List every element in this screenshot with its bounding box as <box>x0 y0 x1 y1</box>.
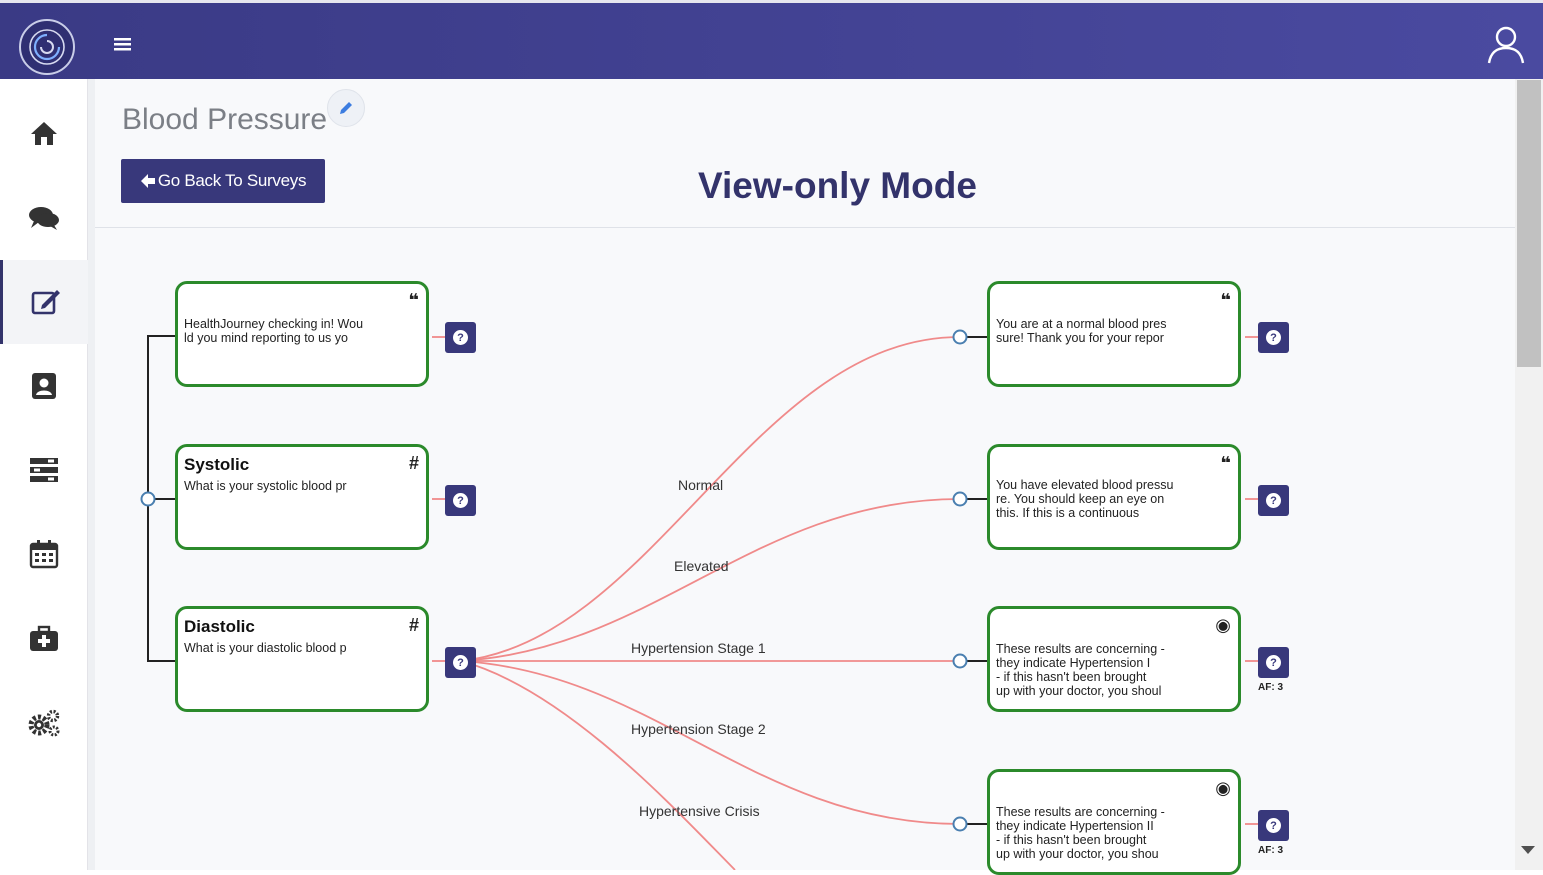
go-back-label: Go Back To Surveys <box>157 171 307 190</box>
edge-elevated <box>460 498 961 662</box>
flow-node-stage1[interactable]: ◉ These results are concerning - they in… <box>987 606 1241 712</box>
sidebar-item-contacts[interactable] <box>0 344 88 428</box>
main-content: Blood Pressure Go Back To Surveys View-o… <box>95 79 1515 875</box>
sidebar-item-list[interactable] <box>0 428 88 512</box>
sidebar <box>0 79 88 870</box>
flow-node-stage2[interactable]: ◉ These results are concerning - they in… <box>987 769 1241 875</box>
sidebar-item-home[interactable] <box>0 91 88 175</box>
edge-label-elevated: Elevated <box>674 558 729 574</box>
input-port <box>140 491 156 507</box>
node-text: You are at a normal blood pres sure! Tha… <box>996 317 1167 345</box>
sidebar-item-calendar[interactable] <box>0 512 88 596</box>
edge-label-crisis: Hypertensive Crisis <box>639 803 760 819</box>
list-icon <box>30 458 58 482</box>
mode-title: View-only Mode <box>698 165 977 206</box>
sidebar-item-surveys[interactable] <box>0 260 88 344</box>
help-icon: ? <box>1266 330 1281 345</box>
sidebar-item-chat[interactable] <box>0 176 88 260</box>
help-button[interactable]: ? <box>1258 322 1289 353</box>
go-back-button[interactable]: Go Back To Surveys <box>121 159 325 203</box>
scrollbar-thumb[interactable] <box>1517 80 1541 367</box>
quote-icon: ❝ <box>1220 290 1231 310</box>
node-text: What is your systolic blood pr <box>184 479 347 493</box>
calendar-icon <box>29 540 59 569</box>
help-icon: ? <box>453 330 468 345</box>
input-port <box>952 816 968 832</box>
quote-icon: ❝ <box>1220 453 1231 473</box>
chat-icon <box>29 207 59 230</box>
flow-node-intro[interactable]: ❝ HealthJourney checking in! Wou ld you … <box>175 281 429 387</box>
edge-normal <box>460 336 961 662</box>
pencil-icon <box>340 102 352 114</box>
help-button[interactable]: ? <box>1258 810 1289 841</box>
flow-node-diastolic[interactable]: # Diastolic What is your diastolic blood… <box>175 606 429 712</box>
scroll-down-arrow-icon[interactable] <box>1521 846 1535 854</box>
flow-node-systolic[interactable]: # Systolic What is your systolic blood p… <box>175 444 429 550</box>
node-title: Systolic <box>184 455 250 474</box>
edge-label-normal: Normal <box>678 477 724 493</box>
home-icon <box>31 122 57 145</box>
af-label: AF: 3 <box>1258 682 1283 693</box>
node-text: HealthJourney checking in! Wou ld you mi… <box>184 317 364 345</box>
flow-node-normal[interactable]: ❝ You are at a normal blood pres sure! T… <box>987 281 1241 387</box>
node-text: These results are concerning - they indi… <box>996 805 1165 861</box>
node-title: Diastolic <box>184 617 255 636</box>
edge-stage2 <box>460 660 961 825</box>
sidebar-item-medical[interactable] <box>0 597 88 681</box>
help-button[interactable]: ? <box>445 322 476 353</box>
help-icon: ? <box>1266 493 1281 508</box>
flow-node-elevated[interactable]: ❝ You have elevated blood pressu re. You… <box>987 444 1241 550</box>
help-icon: ? <box>1266 655 1281 670</box>
edge-label-stage2: Hypertension Stage 2 <box>631 721 766 737</box>
help-icon: ? <box>1266 818 1281 833</box>
flow-connectors <box>140 329 1258 870</box>
input-port <box>952 653 968 669</box>
node-text: What is your diastolic blood p <box>184 641 347 655</box>
help-icon: ? <box>453 493 468 508</box>
medkit-icon <box>30 625 58 651</box>
hash-icon: # <box>408 615 419 635</box>
spiral-logo-icon[interactable] <box>19 19 75 75</box>
input-port <box>952 491 968 507</box>
sidebar-divider <box>88 79 96 870</box>
help-button[interactable]: ? <box>1258 485 1289 516</box>
edit-icon <box>31 290 60 315</box>
af-label: AF: 3 <box>1258 845 1283 856</box>
node-text: You have elevated blood pressu re. You s… <box>996 478 1174 520</box>
radio-icon: ◉ <box>1215 615 1231 635</box>
sidebar-item-settings[interactable] <box>0 681 88 765</box>
user-icon[interactable] <box>1484 23 1528 67</box>
node-text: These results are concerning - they indi… <box>996 642 1165 698</box>
contact-icon <box>32 373 56 399</box>
edge-label-stage1: Hypertension Stage 1 <box>631 640 766 656</box>
help-button[interactable]: ? <box>445 485 476 516</box>
quote-icon: ❝ <box>408 290 419 310</box>
help-button[interactable]: ? <box>1258 647 1289 678</box>
gears-icon <box>28 709 60 737</box>
input-port <box>952 329 968 345</box>
page-title: Blood Pressure <box>122 103 328 136</box>
help-icon: ? <box>453 655 468 670</box>
help-button[interactable]: ? <box>445 647 476 678</box>
hamburger-icon[interactable] <box>110 31 136 57</box>
radio-icon: ◉ <box>1215 778 1231 798</box>
arrow-left-icon <box>140 174 155 188</box>
edge-crisis <box>460 660 736 870</box>
hash-icon: # <box>408 453 419 473</box>
survey-header: Blood Pressure Go Back To Surveys View-o… <box>95 79 1515 228</box>
top-bar <box>0 0 1543 79</box>
edit-title-button[interactable] <box>327 89 365 127</box>
